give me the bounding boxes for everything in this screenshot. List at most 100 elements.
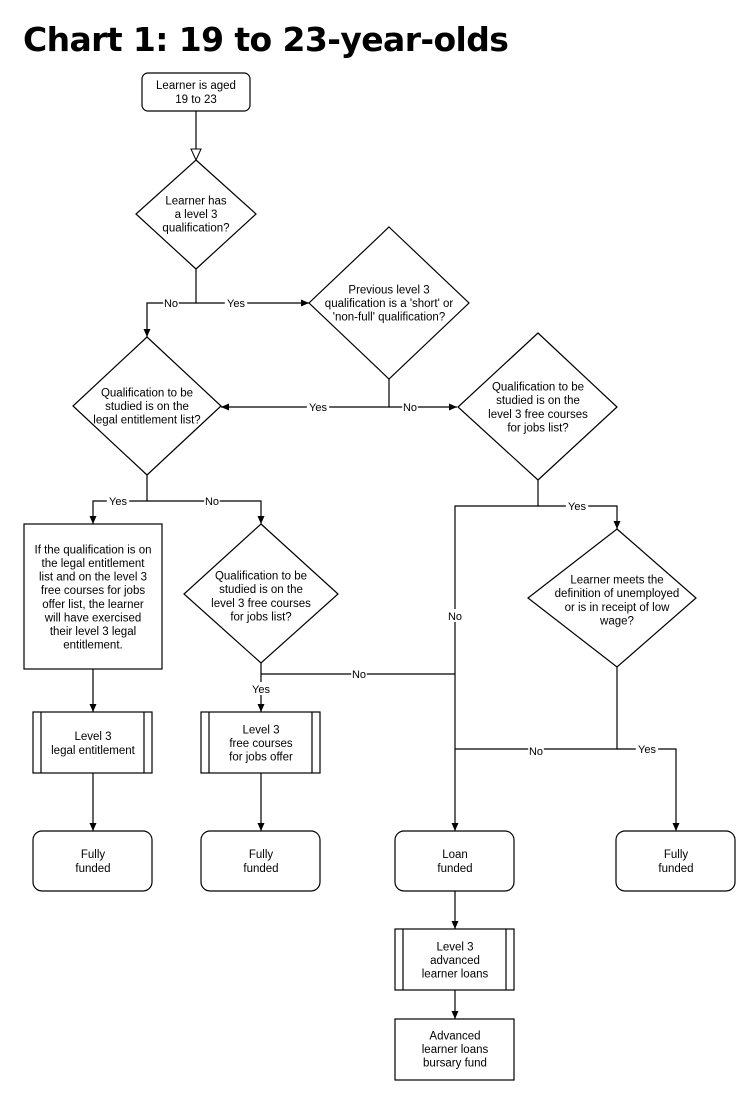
edge-label-bg bbox=[528, 744, 544, 757]
node-label-loan: Loan bbox=[442, 849, 468, 861]
edge-label-legal-no: No bbox=[205, 496, 219, 508]
connector bbox=[147, 500, 265, 524]
node-label-l3-free: Level 3 bbox=[242, 724, 279, 736]
node-label-unemployed: Learner meets the bbox=[570, 575, 663, 587]
connector bbox=[451, 505, 538, 831]
node-label-free-list-mid: level 3 free courses bbox=[211, 598, 311, 610]
node-label-unemployed: definition of unemployed bbox=[555, 588, 680, 600]
connector bbox=[617, 748, 680, 831]
node-prev-short bbox=[308, 226, 470, 380]
node-label-l3-legal: Level 3 bbox=[74, 731, 111, 743]
edge-label-bg bbox=[163, 296, 179, 309]
node-adv-loans bbox=[394, 928, 515, 991]
node-unemployed bbox=[527, 528, 697, 668]
edge-label-bg bbox=[224, 296, 248, 309]
node-label-free-list-mid: studied is on the bbox=[219, 584, 303, 596]
node-label-note: the legal entitlement bbox=[42, 558, 146, 570]
edge-label-unemployed-no: No bbox=[529, 746, 543, 758]
node-bursary bbox=[394, 1018, 515, 1081]
edge-label-bg bbox=[204, 494, 220, 507]
edge-label-bg bbox=[306, 400, 330, 413]
connector bbox=[455, 667, 618, 750]
node-legal-list bbox=[72, 336, 222, 476]
node-label-legal-list: legal entitlement list? bbox=[93, 415, 200, 427]
node-free-list-mid bbox=[183, 523, 339, 664]
node-has-l3 bbox=[135, 159, 257, 270]
node-label-loan: funded bbox=[437, 863, 472, 875]
node-note bbox=[23, 523, 163, 670]
edge-label-free-right-yes: Yes bbox=[568, 501, 586, 513]
node-fully1 bbox=[32, 830, 153, 892]
edge-label-bg bbox=[635, 742, 659, 755]
page-title: Chart 1: 19 to 23-year-olds bbox=[23, 20, 509, 59]
edge-label-free-right-no: No bbox=[448, 611, 462, 623]
node-fully3 bbox=[615, 830, 736, 892]
process-sidebar bbox=[402, 929, 507, 990]
node-label-adv-loans: Level 3 bbox=[436, 941, 473, 953]
node-label-fully3: Fully bbox=[664, 849, 689, 861]
edge-label-prev-short-yes: Yes bbox=[309, 402, 327, 414]
node-label-free-list-right: for jobs list? bbox=[507, 422, 568, 434]
node-l3-legal bbox=[32, 711, 153, 774]
node-label-adv-loans: learner loans bbox=[422, 969, 489, 981]
node-label-l3-free: for jobs offer bbox=[229, 752, 293, 764]
node-label-prev-short: qualification is a 'short' or bbox=[325, 298, 454, 310]
edge-label-bg bbox=[249, 682, 273, 695]
node-l3-free bbox=[200, 711, 321, 774]
node-label-bursary: Advanced bbox=[429, 1030, 480, 1042]
node-label-free-list-right: level 3 free courses bbox=[488, 409, 588, 421]
node-label-free-list-mid: Qualification to be bbox=[215, 571, 307, 583]
node-label-note: list and on the level 3 bbox=[39, 572, 147, 584]
node-label-free-list-right: Qualification to be bbox=[492, 382, 584, 394]
edge-label-free-mid-yes: Yes bbox=[252, 684, 270, 696]
node-label-has-l3: Learner has bbox=[165, 195, 227, 207]
connector bbox=[221, 379, 390, 411]
node-label-fully3: funded bbox=[658, 863, 693, 875]
node-label-has-l3: qualification? bbox=[162, 223, 229, 235]
node-label-free-list-mid: for jobs list? bbox=[230, 611, 291, 623]
node-fully2 bbox=[200, 830, 321, 892]
node-label-fully2: Fully bbox=[249, 849, 274, 861]
node-label-unemployed: wage? bbox=[599, 615, 634, 627]
node-label-legal-list: Qualification to be bbox=[101, 387, 193, 399]
node-label-note: offer list, the learner bbox=[42, 599, 144, 611]
node-free-list-right bbox=[457, 332, 618, 481]
process-sidebar bbox=[208, 712, 313, 773]
node-label-fully1: Fully bbox=[81, 849, 106, 861]
node-label-note: their level 3 legal bbox=[50, 626, 136, 638]
node-label-note: will have exercised bbox=[44, 612, 142, 624]
node-label-l3-legal: legal entitlement bbox=[51, 745, 136, 757]
edge-label-bg bbox=[402, 400, 418, 413]
node-label-fully1: funded bbox=[75, 863, 110, 875]
node-label-adv-loans: advanced bbox=[430, 955, 480, 967]
edge-label-has-l3-yes: Yes bbox=[227, 298, 245, 310]
edge-label-legal-yes: Yes bbox=[109, 496, 127, 508]
edge-label-bg bbox=[447, 609, 463, 622]
node-label-unemployed: or is in receipt of low bbox=[565, 602, 671, 614]
node-start bbox=[141, 72, 251, 112]
node-label-bursary: bursary fund bbox=[423, 1058, 487, 1070]
node-label-note: If the qualification is on bbox=[35, 544, 152, 556]
node-label-has-l3: a level 3 bbox=[175, 209, 218, 221]
node-label-free-list-right: studied is on the bbox=[496, 395, 580, 407]
edge-label-has-l3-no: No bbox=[164, 298, 178, 310]
node-label-note: free courses for jobs bbox=[41, 585, 145, 597]
node-label-fully2: funded bbox=[243, 863, 278, 875]
edge-label-free-mid-no: No bbox=[352, 669, 366, 681]
node-label-prev-short: Previous level 3 bbox=[348, 284, 429, 296]
node-loan bbox=[394, 830, 515, 892]
edge-label-prev-short-no: No bbox=[403, 402, 417, 414]
node-label-l3-free: free courses bbox=[229, 738, 293, 750]
edge-label-bg bbox=[565, 499, 589, 512]
node-label-note: entitlement. bbox=[63, 640, 122, 652]
edge-label-unemployed-yes: Yes bbox=[638, 744, 656, 756]
node-label-bursary: learner loans bbox=[422, 1044, 489, 1056]
edge-label-bg bbox=[351, 667, 367, 680]
edge-label-bg bbox=[106, 494, 130, 507]
node-label-legal-list: studied is on the bbox=[105, 401, 189, 413]
node-label-start: 19 to 23 bbox=[175, 94, 217, 106]
process-sidebar bbox=[40, 712, 145, 773]
node-label-start: Learner is aged bbox=[156, 80, 236, 92]
node-label-prev-short: 'non-full' qualification? bbox=[333, 312, 445, 324]
